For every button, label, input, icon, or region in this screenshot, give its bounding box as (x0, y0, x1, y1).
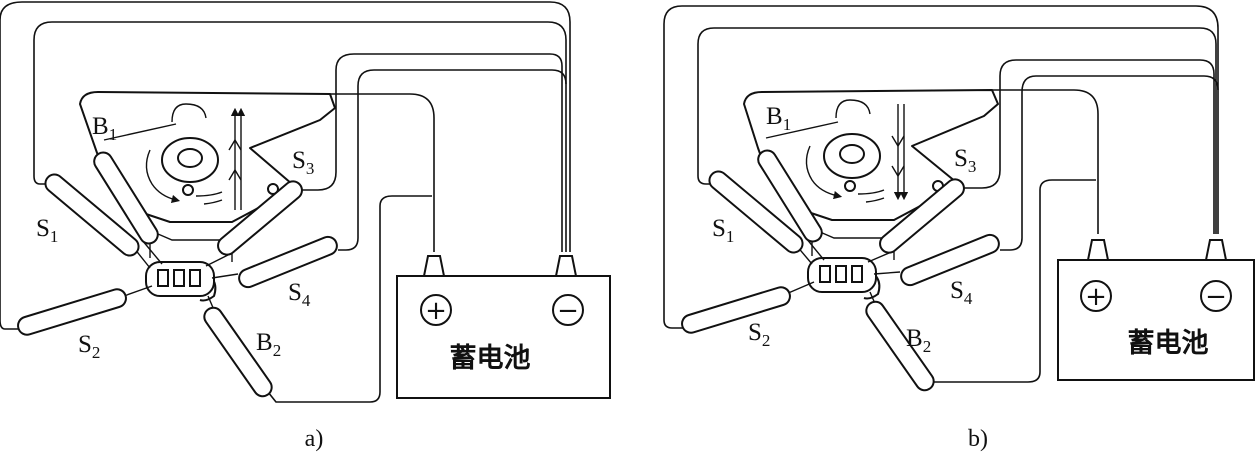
negative-sign: − (557, 296, 579, 326)
probe-s3 (867, 178, 965, 263)
label-s3: S3 (954, 145, 976, 176)
caption-a: a) (305, 426, 324, 452)
wire-s1 (33, 21, 567, 252)
battery-a: + − 蓄电池 (396, 255, 611, 399)
probe-s1 (44, 173, 151, 269)
wire-s3 (952, 59, 1215, 234)
label-s1: S1 (712, 215, 734, 246)
positive-terminal-icon (420, 294, 452, 326)
field-arrows-up (228, 107, 246, 210)
wires-panel-a (0, 1, 571, 403)
probe-s2 (17, 285, 153, 336)
probe-s4 (873, 233, 1000, 287)
wire-s2 (0, 1, 571, 330)
b1-pointer (765, 121, 839, 139)
probe-b2 (865, 291, 935, 392)
probe-s1 (708, 170, 813, 265)
probe-b1 (93, 151, 163, 265)
label-b1: B1 (92, 113, 117, 144)
probe-b1 (757, 149, 825, 261)
label-b2: B2 (256, 329, 281, 360)
label-b1: B1 (766, 103, 791, 134)
battery-negative-post (1204, 239, 1228, 261)
probes-a (17, 151, 338, 398)
connector-a (145, 261, 217, 302)
label-s3: S3 (292, 147, 314, 178)
caption-b: b) (968, 426, 988, 452)
label-s2: S2 (78, 331, 100, 362)
battery-label: 蓄电池 (450, 343, 531, 374)
wire-s4 (338, 69, 567, 251)
negative-terminal-icon (1200, 280, 1232, 312)
rotation-arrow (145, 149, 181, 204)
probes-b (681, 149, 1000, 392)
sensor-body-a (79, 91, 336, 262)
probe-s3 (205, 180, 303, 267)
battery-label: 蓄电池 (1128, 328, 1209, 359)
wire-b1 (328, 93, 435, 252)
battery-case (1057, 259, 1255, 381)
negative-terminal-icon (552, 294, 584, 326)
negative-sign: − (1205, 282, 1227, 312)
label-s2: S2 (748, 319, 770, 350)
wire-b2 (267, 195, 432, 403)
probe-s4 (211, 235, 338, 289)
wires-panel-b (663, 5, 1219, 383)
positive-sign: + (1085, 282, 1107, 312)
labels-b: B1 S3 S1 S4 S2 B2 (712, 103, 976, 356)
labels-a: B1 S3 S1 S4 S2 B2 (36, 113, 314, 362)
panel-a: B1 S3 S1 S4 S2 B2 + − 蓄电池 a) (0, 1, 611, 452)
wire-b1 (990, 89, 1099, 234)
wire-s2 (663, 5, 1219, 329)
probe-b2 (203, 295, 273, 398)
battery-positive-post (422, 255, 446, 277)
battery-case (396, 275, 611, 399)
label-s4: S4 (288, 279, 311, 310)
b1-pointer (103, 123, 177, 141)
battery-b: + − 蓄电池 (1057, 239, 1255, 381)
connector-b (807, 257, 881, 300)
rotation-arrow (805, 145, 843, 200)
wire-b2 (934, 179, 1096, 383)
label-s4: S4 (950, 277, 973, 308)
field-arrows-down (891, 104, 909, 201)
label-s1: S1 (36, 215, 58, 246)
battery-positive-post (1086, 239, 1110, 261)
panel-b: B1 S3 S1 S4 S2 B2 + − 蓄电池 b) (663, 5, 1255, 452)
positive-sign: + (425, 296, 447, 326)
battery-negative-post (554, 255, 578, 277)
wire-s1 (697, 27, 1217, 234)
probe-s2 (681, 281, 815, 334)
positive-terminal-icon (1080, 280, 1112, 312)
label-b2: B2 (906, 325, 931, 356)
wire-s4 (1000, 75, 1219, 251)
wire-s3 (290, 53, 563, 252)
